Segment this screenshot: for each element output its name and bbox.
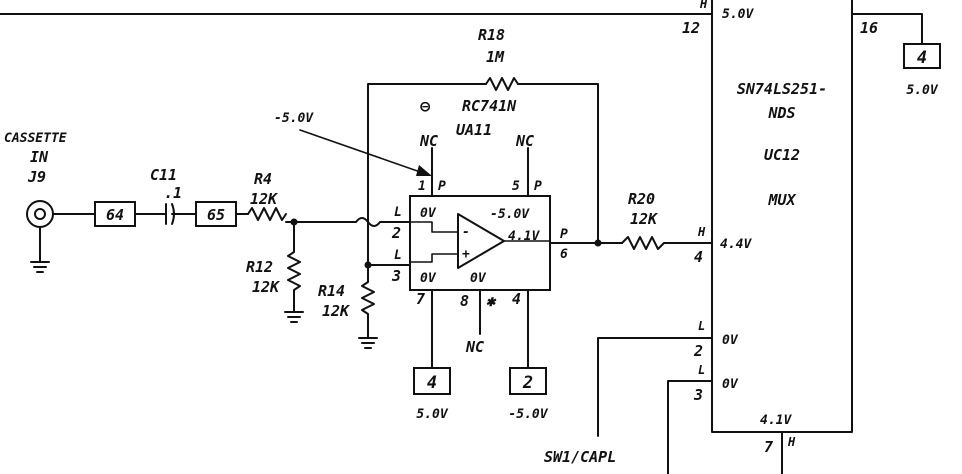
r18-label: R18	[478, 26, 505, 44]
pin5-p: P	[534, 179, 542, 194]
mux-pin3-voltage: 0V	[722, 377, 739, 392]
r12-label: R12	[246, 258, 273, 276]
r12-ground	[284, 311, 304, 323]
pin8-voltage: 0V	[470, 271, 487, 286]
j9-label: J9	[27, 168, 46, 186]
r20-resistor	[621, 236, 665, 250]
c11-capacitor	[159, 203, 197, 225]
callout-arrowhead	[416, 165, 432, 176]
r14-label: R14	[318, 282, 345, 300]
conn65-label: 65	[207, 206, 225, 224]
r20-h: H	[697, 225, 706, 239]
pin2-number: 2	[391, 224, 401, 242]
junction-pin6	[594, 239, 602, 247]
mux-pin3-l: L	[698, 363, 705, 377]
pin7-number: 7	[416, 290, 425, 308]
mux-name-line1: SN74LS251-	[737, 80, 827, 98]
r4-value: 12K	[250, 190, 279, 208]
pin1-p: P	[438, 179, 446, 194]
pin3-number: 3	[391, 267, 401, 285]
pin6-number: 6	[560, 247, 568, 262]
sw1-capl-label: SW1/CAPL	[544, 448, 616, 466]
r18-feedback-wire-right	[517, 83, 599, 244]
r12-resistor	[287, 221, 301, 313]
pin1-number: 1	[418, 179, 426, 194]
mux-pin3: 3	[693, 386, 703, 404]
mux-pin2-voltage: 0V	[722, 333, 739, 348]
mux-pin4: 4	[694, 248, 703, 266]
conn4-left-box	[413, 367, 451, 395]
cassette-in-label: IN	[30, 148, 49, 166]
r18-value: 1M	[486, 48, 505, 66]
j9-ground	[30, 226, 50, 273]
opamp-part-rc741n: RC741N	[462, 97, 517, 115]
pin8-star: ✱	[486, 292, 497, 310]
mux-name-line4: MUX	[767, 191, 796, 209]
r4-label: R4	[254, 170, 272, 188]
pin3-l: L	[394, 248, 402, 263]
opamp-triangle	[457, 213, 505, 269]
wire-pin3	[367, 221, 411, 266]
mux-name-line3: UC12	[764, 146, 800, 164]
pin3-voltage: 0V	[420, 271, 437, 286]
mux-pin12-v: 5.0V	[722, 7, 754, 22]
mux-name-line2: NDS	[767, 104, 795, 122]
conn4-right-label: 4	[917, 48, 927, 68]
opamp-noninv-input-sign: +	[462, 247, 470, 262]
mux-pin7-h: H	[787, 435, 796, 449]
mux-pin3-wire	[667, 380, 713, 474]
conn64-label: 64	[106, 206, 124, 224]
conn4-left-label: 4	[427, 373, 437, 393]
pin6-voltage: 4.1V	[508, 229, 540, 244]
opamp-inv-input-sign: -	[462, 225, 470, 240]
opamp-ref-ua11: UA11	[456, 121, 492, 139]
conn2-voltage: -5.0V	[508, 407, 548, 422]
r20-label: R20	[628, 190, 655, 208]
mux-pin7-voltage: 4.1V	[760, 413, 792, 428]
conn4-right-voltage: 5.0V	[906, 83, 938, 98]
conn2-label: 2	[522, 373, 533, 393]
pin5-number: 5	[512, 179, 520, 194]
j9-jack-inner	[34, 208, 46, 220]
mux-pin4-voltage: 4.4V	[720, 237, 752, 252]
r14-resistor	[361, 264, 375, 339]
pin6-p: P	[560, 227, 568, 242]
opamp-top-voltage: -5.0V	[490, 207, 530, 222]
nc-pin5: NC	[515, 132, 534, 150]
mux-pin2: 2	[693, 342, 703, 360]
opamp-internal-in-wires	[409, 221, 459, 263]
mux-pin12-h: H	[699, 0, 708, 11]
conn4-left-voltage: 5.0V	[416, 407, 448, 422]
conn2-box	[509, 367, 547, 395]
r18-feedback-wire	[367, 83, 487, 223]
callout-arrow	[299, 129, 427, 175]
mux-pin2-l: L	[698, 319, 705, 333]
c11-label: C11	[150, 166, 177, 184]
c11-value: .1	[164, 184, 182, 202]
pin2-l: L	[394, 205, 402, 220]
mux-pin12: 12	[682, 19, 700, 37]
cassette-label: CASSETTE	[4, 131, 67, 146]
opamp-minus-sign: ⊖	[420, 97, 431, 117]
pin2-voltage: 0V	[420, 206, 437, 221]
mux-pin2-wire	[597, 337, 713, 437]
mux-pin16-wire	[851, 13, 923, 45]
mux-pin16: 16	[860, 19, 878, 37]
nc-pin8: NC	[465, 338, 484, 356]
j9-jack-outer	[26, 200, 54, 228]
pin8-number: 8	[460, 292, 469, 310]
nc-pin1: NC	[419, 132, 438, 150]
mux-chip-body	[711, 0, 853, 433]
minus5-callout: -5.0V	[274, 111, 314, 126]
r14-ground	[358, 337, 378, 349]
r18-resistor	[485, 77, 519, 91]
conn4-right-box	[903, 43, 941, 69]
r20-value: 12K	[630, 210, 659, 228]
r4-resistor	[247, 207, 287, 221]
r12-value: 12K	[252, 278, 281, 296]
mux-pin7: 7	[764, 438, 773, 456]
pin4-number: 4	[512, 290, 521, 308]
r14-value: 12K	[322, 302, 351, 320]
